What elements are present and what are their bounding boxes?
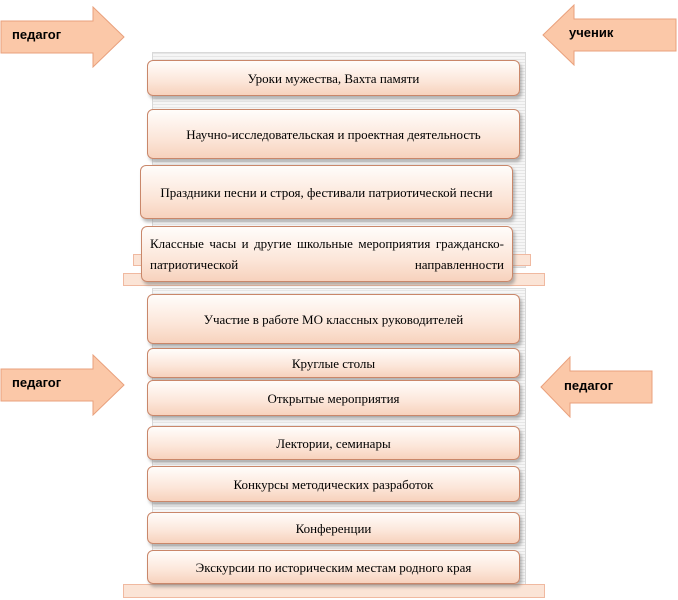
activity-box: Открытые мероприятия <box>147 380 520 416</box>
arrow-bottom-right-label: педагог <box>564 378 614 393</box>
bottom-group-base-band <box>123 584 545 598</box>
activity-box: Уроки мужества, Вахта памяти <box>147 60 520 96</box>
activity-box: Научно-исследовательская и проектная дея… <box>147 109 520 159</box>
activity-box: Конкурсы методических разработок <box>147 466 520 502</box>
arrow-top-left <box>0 6 125 68</box>
arrow-bottom-left <box>0 354 125 416</box>
activity-box: Круглые столы <box>147 348 520 378</box>
activity-box: Лектории, семинары <box>147 426 520 460</box>
activity-box: Конференции <box>147 512 520 544</box>
arrow-bottom-left-label: педагог <box>12 375 62 390</box>
activity-box: Экскурсии по историческим местам родного… <box>147 550 520 584</box>
arrow-top-left-label: педагог <box>12 27 62 42</box>
activity-box: Классные часы и другие школьные мероприя… <box>141 226 513 282</box>
arrow-top-right <box>542 4 677 66</box>
arrow-top-right-label: ученик <box>569 25 614 40</box>
activity-box: Участие в работе МО классных руководител… <box>147 294 520 344</box>
arrow-bottom-right <box>540 356 653 418</box>
activity-box: Праздники песни и строя, фестивали патри… <box>140 165 513 219</box>
